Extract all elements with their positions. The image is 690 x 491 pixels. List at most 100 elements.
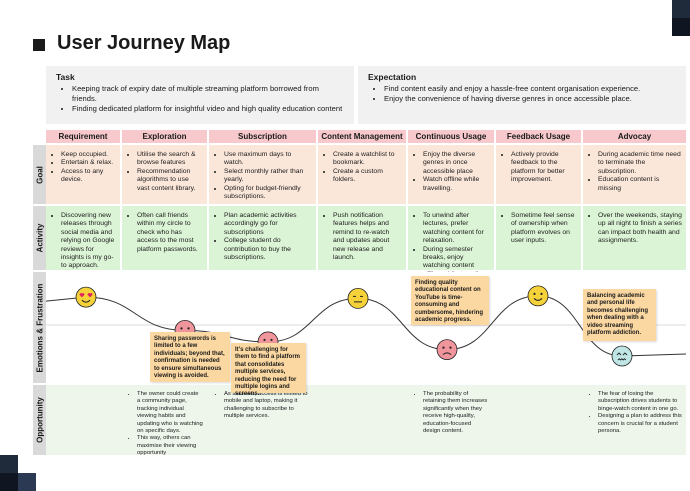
goal-cell-item: Create a watchlist to bookmark. [333, 151, 402, 168]
frustration-note: Sharing passwords is limited to a few in… [150, 332, 230, 382]
goal-cell-item: During academic time need to terminate t… [598, 151, 682, 176]
opportunity-cell-list: The owner could create a community page,… [126, 391, 203, 458]
row-label-opportunity: Opportunity [33, 385, 46, 455]
activity-cell-item: Over the weekends, staying up all night … [598, 212, 682, 246]
corner-block [672, 18, 690, 36]
frustration-note: Balancing academic and personal life bec… [583, 289, 656, 341]
opportunity-cell: The owner could create a community page,… [122, 385, 207, 458]
frustration-note: It's challenging for them to find a plat… [231, 343, 306, 397]
row-label-activity: Activity [33, 206, 46, 270]
task-list: Keeping track of expiry date of multiple… [56, 84, 344, 114]
frustration-note: Finding quality educational content on Y… [411, 276, 489, 325]
stage-header: Advocay [583, 130, 686, 143]
activity-cell-item: Discovering new releases through social … [61, 212, 116, 271]
stage-header: Feedback Usage [496, 130, 581, 143]
opportunity-cell-list: The fear of losing the subscription driv… [587, 391, 682, 435]
stage-header: Exploration [122, 130, 207, 143]
goal-cell-list: Utilise the search & browse featuresReco… [126, 151, 203, 193]
goal-cell-item: Entertain & relax. [61, 159, 116, 167]
corner-block [18, 473, 36, 491]
goal-cell-item: Create a custom folders. [333, 168, 402, 185]
opportunity-cell-item: As students, access is limited to mobile… [224, 391, 312, 421]
opportunity-cell-list: As students, access is limited to mobile… [213, 391, 312, 421]
opportunity-cell-item: The fear of losing the subscription driv… [598, 391, 682, 413]
goal-cell-item: Education content is missing [598, 176, 682, 193]
corner-block [0, 455, 18, 473]
opportunity-cell-item: The owner could create a community page,… [137, 391, 203, 435]
goal-cell-item: Keep occupied. [61, 151, 116, 159]
task-heading: Task [56, 72, 75, 82]
activity-cell: Push notification features helps and rem… [318, 206, 406, 270]
goal-cell-list: Keep occupied.Entertain & relax.Access t… [50, 151, 116, 185]
page-title: User Journey Map [57, 32, 231, 54]
opportunity-cell-item: Designing a plan to address this concern… [598, 413, 682, 435]
activity-cell-list: Sometime feel sense of ownership when pl… [500, 212, 577, 246]
goal-cell-item: Watch offline while travelling. [423, 176, 490, 193]
activity-cell-list: Plan academic activities accordingly go … [213, 212, 312, 262]
goal-cell-list: Use maximum days to watch.Select monthly… [213, 151, 312, 201]
goal-cell: Keep occupied.Entertain & relax.Access t… [46, 145, 120, 204]
goal-cell-item: Recommendation algorithms to use vast co… [137, 168, 203, 193]
goal-cell-item: Enjoy the diverse genres in once accessi… [423, 151, 490, 176]
activity-cell-item: Plan academic activities accordingly go … [224, 212, 312, 237]
activity-cell-list: Discovering new releases through social … [50, 212, 116, 271]
opportunity-cell-list: The probability of retaining them increa… [412, 391, 490, 435]
activity-cell-list: Over the weekends, staying up all night … [587, 212, 682, 246]
stage-header: Continuous Usage [408, 130, 494, 143]
activity-cell: Often call friends within my circle to c… [122, 206, 207, 270]
opportunity-cell: The probability of retaining them increa… [408, 385, 494, 455]
activity-cell: Plan academic activities accordingly go … [209, 206, 316, 270]
activity-cell: Sometime feel sense of ownership when pl… [496, 206, 581, 270]
activity-cell-item: Push notification features helps and rem… [333, 212, 402, 262]
sad-face-icon [436, 339, 458, 361]
anxious-face-icon [611, 345, 633, 367]
goal-cell-item: Utilise the search & browse features [137, 151, 203, 168]
stage-header: Content Management [318, 130, 406, 143]
opportunity-cell-item: The probability of retaining them increa… [423, 391, 490, 435]
opportunity-cell: The fear of losing the subscription driv… [583, 385, 686, 455]
stage-header: Requirement [46, 130, 120, 143]
goal-cell: Enjoy the diverse genres in once accessi… [408, 145, 494, 204]
goal-cell: Utilise the search & browse featuresReco… [122, 145, 207, 204]
activity-cell: Over the weekends, staying up all night … [583, 206, 686, 270]
goal-cell: During academic time need to terminate t… [583, 145, 686, 204]
love-face-icon [75, 286, 97, 308]
row-label-goal: Goal [33, 145, 46, 204]
expectation-item: Find content easily and enjoy a hassle-f… [384, 84, 676, 94]
task-item: Keeping track of expiry date of multiple… [72, 84, 344, 104]
goal-cell: Actively provide feedback to the platfor… [496, 145, 581, 204]
goal-cell-list: Enjoy the diverse genres in once accessi… [412, 151, 490, 193]
neutral-face-icon [347, 287, 369, 309]
row-label-emotions: Emotions & Frustration [33, 272, 46, 383]
corner-block [0, 473, 18, 491]
happy-face-icon [527, 285, 549, 307]
goal-cell-item: Actively provide feedback to the platfor… [511, 151, 577, 185]
goal-cell-list: During academic time need to terminate t… [587, 151, 682, 193]
activity-cell-item: Sometime feel sense of ownership when pl… [511, 212, 577, 246]
task-box: Task Keeping track of expiry date of mul… [46, 66, 354, 124]
activity-cell-item: Often call friends within my circle to c… [137, 212, 203, 254]
activity-cell-list: Push notification features helps and rem… [322, 212, 402, 262]
goal-cell: Use maximum days to watch.Select monthly… [209, 145, 316, 204]
expectation-item: Enjoy the convenience of having diverse … [384, 94, 676, 104]
goal-cell-item: Access to any device. [61, 168, 116, 185]
activity-cell-list: Often call friends within my circle to c… [126, 212, 203, 254]
goal-cell-list: Actively provide feedback to the platfor… [500, 151, 577, 185]
goal-cell-item: Use maximum days to watch. [224, 151, 312, 168]
expectation-list: Find content easily and enjoy a hassle-f… [368, 84, 676, 104]
goal-cell-item: Opting for budget-friendly subscriptions… [224, 185, 312, 202]
goal-cell-item: Select monthly rather than yearly. [224, 168, 312, 185]
goal-cell-list: Create a watchlist to bookmark.Create a … [322, 151, 402, 185]
activity-cell: Discovering new releases through social … [46, 206, 120, 270]
task-item: Finding dedicated platform for insightfu… [72, 104, 344, 114]
title-bullet-icon [33, 39, 45, 51]
opportunity-cell-item: This way, others can maximise their view… [137, 435, 203, 457]
opportunity-cell: As students, access is limited to mobile… [209, 385, 316, 455]
activity-cell-item: College student do contribution to buy t… [224, 237, 312, 262]
expectation-box: Expectation Find content easily and enjo… [358, 66, 686, 124]
corner-block [672, 0, 690, 18]
expectation-heading: Expectation [368, 72, 417, 82]
stage-header: Subscription [209, 130, 316, 143]
goal-cell: Create a watchlist to bookmark.Create a … [318, 145, 406, 204]
